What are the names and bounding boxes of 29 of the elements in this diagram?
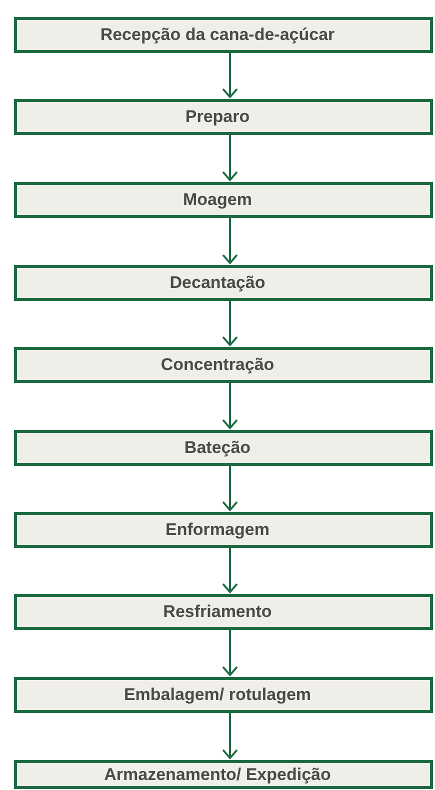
process-box <box>14 677 433 713</box>
step-label: Moagem <box>183 189 252 211</box>
arrow <box>222 466 238 511</box>
process-box <box>14 512 433 548</box>
step-label: Embalagem/ rotulagem <box>124 684 312 706</box>
arrow <box>222 383 238 429</box>
arrow <box>222 548 238 593</box>
process-box <box>14 347 433 383</box>
process-box <box>14 265 433 301</box>
arrow <box>222 53 238 98</box>
arrow <box>222 630 238 676</box>
process-box <box>14 594 433 630</box>
arrow <box>222 218 238 264</box>
step-label: Bateção <box>184 437 251 459</box>
step-label: Concentração <box>160 354 274 376</box>
step-label: Armazenamento/ Expedição <box>104 764 331 786</box>
arrow <box>222 713 238 759</box>
step-label: Decantação <box>170 272 266 294</box>
step-label: Recepção da cana-de-açúcar <box>100 24 335 46</box>
process-box <box>14 17 433 53</box>
process-box <box>14 99 433 135</box>
process-box <box>14 182 433 218</box>
process-box <box>14 430 433 466</box>
step-label: Resfriamento <box>163 601 272 623</box>
arrow <box>222 135 238 181</box>
step-label: Preparo <box>185 106 250 128</box>
step-label: Enformagem <box>166 519 270 541</box>
process-box <box>14 760 433 789</box>
arrow <box>222 301 238 346</box>
